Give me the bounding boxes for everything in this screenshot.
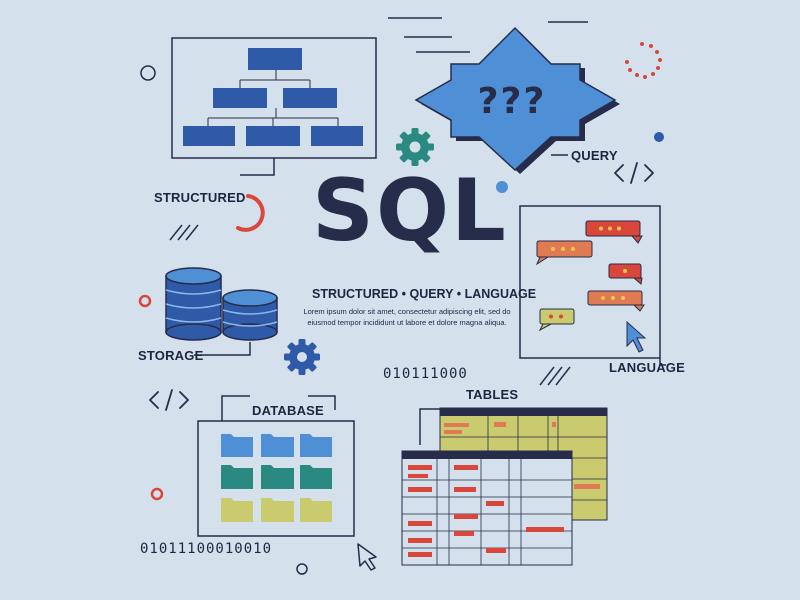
label-language: LANGUAGE bbox=[609, 360, 685, 375]
chat-bubble-icon bbox=[608, 263, 643, 285]
language-panel bbox=[519, 205, 666, 366]
database-icon bbox=[165, 267, 222, 341]
label-query: QUERY bbox=[571, 148, 618, 163]
chat-bubble-icon bbox=[587, 290, 645, 312]
body-text: Lorem ipsum dolor sit amet, consectetur … bbox=[303, 307, 511, 327]
outline-circle-bottom bbox=[296, 563, 308, 575]
tables-group bbox=[401, 407, 608, 566]
structured-panel bbox=[171, 37, 377, 176]
database-panel bbox=[197, 395, 355, 537]
database-icon bbox=[222, 289, 278, 341]
folder-icon bbox=[221, 465, 332, 489]
org-node-level3 bbox=[246, 126, 300, 146]
hatch-marks-right bbox=[539, 366, 571, 386]
progress-arc-icon bbox=[236, 194, 265, 232]
org-node-root bbox=[248, 48, 302, 70]
org-node-level3 bbox=[183, 126, 235, 146]
subtitle-part: LANGUAGE bbox=[464, 287, 537, 301]
page-title: SQL bbox=[312, 161, 508, 261]
org-node-level3 bbox=[311, 126, 363, 146]
subtitle: STRUCTURED • QUERY • LANGUAGE bbox=[312, 287, 536, 301]
code-icon bbox=[614, 162, 654, 184]
hatch-marks-left bbox=[169, 224, 199, 241]
label-tables: TABLES bbox=[466, 387, 519, 402]
gear-icon bbox=[284, 339, 320, 375]
dot-blue-right bbox=[654, 132, 664, 142]
separator-dot: • bbox=[456, 287, 462, 301]
folder-icon bbox=[221, 434, 332, 457]
separator-dot: • bbox=[401, 287, 406, 301]
query-arrow-icon bbox=[414, 26, 620, 174]
cursor-icon bbox=[626, 320, 647, 353]
decorative-lines bbox=[388, 17, 588, 53]
chat-bubble-icon bbox=[538, 308, 575, 332]
outline-circle-left bbox=[140, 65, 156, 81]
cursor-icon bbox=[357, 543, 377, 571]
loading-icon bbox=[625, 42, 662, 79]
binary-text-top: 010111000 bbox=[383, 366, 468, 382]
dot-blue-center bbox=[496, 181, 508, 193]
target-icon-bottom bbox=[150, 487, 164, 501]
chat-bubble-icon bbox=[585, 220, 643, 244]
code-icon bbox=[149, 389, 189, 411]
gear-icon bbox=[396, 128, 434, 166]
org-node-level2 bbox=[283, 88, 337, 108]
target-icon-left bbox=[138, 294, 152, 308]
spreadsheet-front bbox=[401, 450, 573, 566]
binary-text-bottom: 01011100010010 bbox=[140, 541, 273, 557]
label-database: DATABASE bbox=[252, 403, 324, 418]
folder-icon bbox=[221, 498, 332, 522]
query-symbol: ??? bbox=[478, 81, 547, 122]
label-storage: STORAGE bbox=[138, 348, 204, 363]
chat-bubble-icon bbox=[535, 240, 593, 266]
org-node-level2 bbox=[213, 88, 267, 108]
subtitle-part: STRUCTURED bbox=[312, 287, 399, 301]
label-structured: STRUCTURED bbox=[154, 190, 246, 205]
subtitle-part: QUERY bbox=[409, 287, 454, 301]
